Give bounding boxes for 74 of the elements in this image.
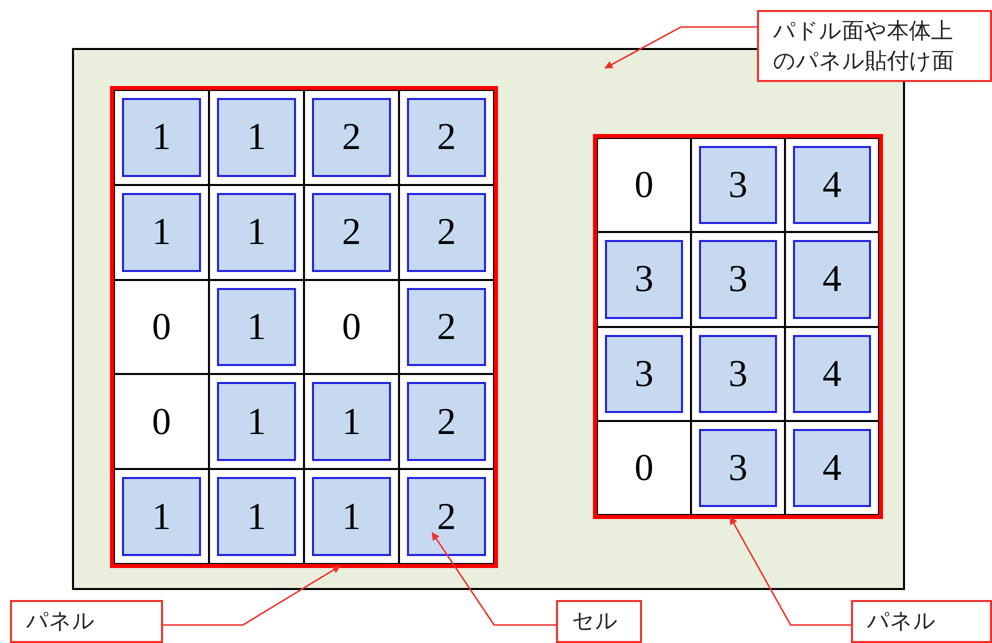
grid-cell [691,138,785,232]
cell-number: 2 [342,210,361,254]
grid-cell [209,374,304,470]
grid-cell [399,184,494,280]
cell-number: 3 [728,352,748,396]
grid-cell [209,469,304,564]
grid-cell [691,232,785,326]
cell-number: 1 [342,400,361,444]
cell-number: 3 [634,257,654,302]
grid-cell [785,420,879,515]
grid-cell [691,326,785,421]
cell-number: 0 [342,304,361,349]
cell-number: 0 [634,446,654,490]
grid-cell [304,469,399,564]
cell-number: 4 [822,446,842,490]
cell-number: 3 [728,163,748,208]
cell-number: 3 [728,446,748,490]
callout-box: パネル [851,600,992,643]
grid-cell [304,90,399,185]
callout-box: パネル [10,600,163,643]
grid-cell [597,326,691,421]
cell-number: 2 [437,210,456,254]
grid-cell [114,469,209,564]
cell-number: 3 [634,352,654,396]
cell-number: 2 [342,115,361,160]
panel-frame [593,134,883,519]
cell-number: 1 [152,494,171,539]
grid-cell [691,420,785,515]
grid-cell [304,280,399,374]
cell-number: 4 [822,257,842,302]
cell-number: 3 [728,257,748,302]
grid-cell [114,374,209,470]
grid-cell [114,90,209,185]
grid-cell [785,326,879,421]
grid-cell [114,184,209,280]
leader-line [163,565,341,626]
grid-cell [399,90,494,185]
grid-cell [114,280,209,374]
cell-number: 1 [152,115,171,160]
cell-number: 1 [247,210,266,254]
cell-number: 1 [247,494,266,539]
cell-number: 2 [437,304,456,349]
cell-number: 1 [152,210,171,254]
cell-number: 2 [437,494,456,539]
grid-cell [597,232,691,326]
grid-cell [399,280,494,374]
leader-line [432,532,556,626]
grid-cell [597,138,691,232]
cell-number: 0 [152,304,171,349]
panel-frame [110,86,498,568]
grid-cell [399,469,494,564]
grid-cell [399,374,494,470]
grid-cell [785,138,879,232]
leader-line [604,26,757,69]
callout-box: セル [556,600,642,643]
grid-cell [597,420,691,515]
grid-cell [209,280,304,374]
grid-cell [785,232,879,326]
leader-line [730,516,851,626]
cell-number: 1 [247,400,266,444]
cell-number: 2 [437,400,456,444]
cell-number: 4 [822,352,842,396]
cell-number: 0 [152,400,171,444]
grid-cell [209,90,304,185]
cell-number: 1 [247,304,266,349]
cell-number: 1 [247,115,266,160]
grid-cell [209,184,304,280]
cell-number: 4 [822,163,842,208]
cell-number: 2 [437,115,456,160]
cell-number: 0 [634,163,654,208]
cell-number: 1 [342,494,361,539]
grid-cell [304,374,399,470]
callout-box: パドル面や本体上のパネル貼付け面 [757,10,992,82]
grid-cell [304,184,399,280]
